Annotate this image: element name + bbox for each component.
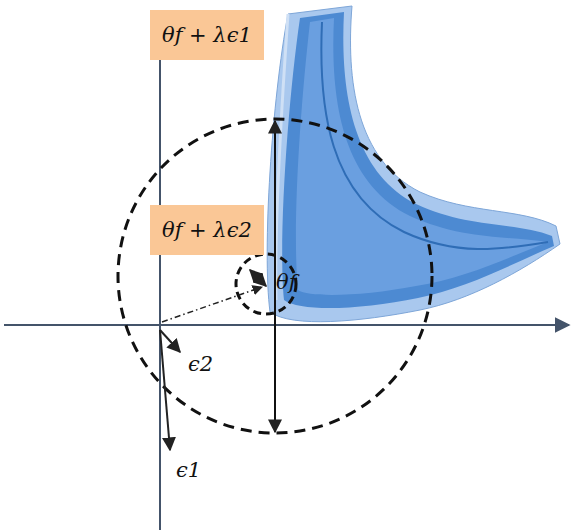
loss-surface — [267, 6, 560, 322]
perturbation-circle-small — [236, 254, 296, 314]
formula-text: θf + λϵ1 — [162, 23, 252, 47]
formula-box: θf + λϵ2 — [150, 205, 264, 255]
y-axis — [159, 12, 161, 530]
symbol-label: ϵ1 — [176, 458, 201, 482]
x-axis — [4, 324, 569, 326]
epsilon-2-vector — [160, 330, 180, 352]
symbol-label: ϵ2 — [188, 352, 213, 376]
radius-arrow-large — [274, 121, 276, 432]
symbol-label: θf — [276, 270, 296, 294]
epsilon-1-vector — [160, 330, 170, 450]
position-vector — [162, 287, 262, 322]
radius-arrow-small — [250, 270, 266, 286]
formula-text: θf + λϵ2 — [162, 218, 252, 242]
formula-box: θf + λϵ1 — [150, 10, 264, 60]
